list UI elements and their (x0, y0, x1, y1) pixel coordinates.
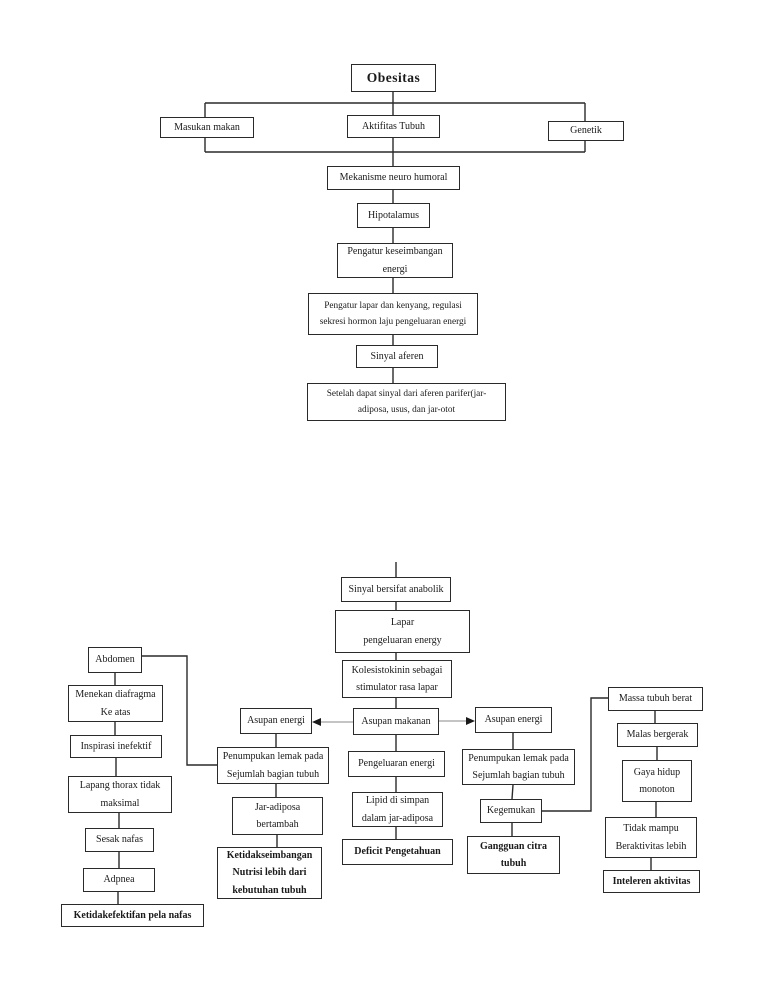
node-deficit-pengetahuan: Deficit Pengetahuan (342, 839, 453, 865)
node-kolesistokinin: Kolesistokinin sebagai stimulator rasa l… (342, 660, 452, 698)
node-lipid-disimpan: Lipid di simpan dalam jar-adiposa (352, 792, 443, 827)
node-obesitas: Obesitas (351, 64, 436, 92)
node-menekan-diafragma: Menekan diafragma Ke atas (68, 685, 163, 722)
node-penumpukan-lemak-right: Penumpukan lemak pada Sejumlah bagian tu… (462, 749, 575, 785)
node-masukan-makan: Masukan makan (160, 117, 254, 138)
node-abdomen: Abdomen (88, 647, 142, 673)
node-aktifitas-tubuh: Aktifitas Tubuh (347, 115, 440, 138)
node-massa-tubuh-berat: Massa tubuh berat (608, 687, 703, 711)
node-genetik: Genetik (548, 121, 624, 141)
node-hipotalamus: Hipotalamus (357, 203, 430, 228)
arrowhead-left-icon (312, 718, 321, 726)
node-asupan-energi-left: Asupan energi (240, 708, 312, 734)
node-malas-bergerak: Malas bergerak (617, 723, 698, 747)
node-lapar-pengeluaran-energy: Lapar pengeluaran energy (335, 610, 470, 653)
node-kegemukan: Kegemukan (480, 799, 542, 823)
node-asupan-energi-right: Asupan energi (475, 707, 552, 733)
node-setelah-dapat-sinyal: Setelah dapat sinyal dari aferen parifer… (307, 383, 506, 421)
node-ketidakefektifan-pela-nafas: Ketidakefektifan pela nafas (61, 904, 204, 927)
node-mekanisme-neuro-humoral: Mekanisme neuro humoral (327, 166, 460, 190)
node-ketidakseimbangan-nutrisi: Ketidakseimbangan Nutrisi lebih dari keb… (217, 847, 322, 899)
node-pengeluaran-energi: Pengeluaran energi (348, 751, 445, 777)
node-gangguan-citra-tubuh: Gangguan citra tubuh (467, 836, 560, 874)
node-lapang-thorax: Lapang thorax tidak maksimal (68, 776, 172, 813)
node-inteleren-aktivitas: Inteleren aktivitas (603, 870, 700, 893)
node-penumpukan-lemak-left: Penumpukan lemak pada Sejumlah bagian tu… (217, 747, 329, 784)
node-sinyal-bersifat-anabolik: Sinyal bersifat anabolik (341, 577, 451, 602)
node-jar-adiposa-bertambah: Jar-adiposa bertambah (232, 797, 323, 835)
node-adpnea: Adpnea (83, 868, 155, 892)
node-inspirasi-inefektif: Inspirasi inefektif (70, 735, 162, 758)
node-tidak-mampu-beraktivitas: Tidak mampu Beraktivitas lebih (605, 817, 697, 858)
node-pengatur-lapar-kenyang: Pengatur lapar dan kenyang, regulasi sek… (308, 293, 478, 335)
arrowhead-right-icon (466, 717, 475, 725)
node-gaya-hidup-monoton: Gaya hidup monoton (622, 760, 692, 802)
node-sinyal-aferen: Sinyal aferen (356, 345, 438, 368)
node-asupan-makanan: Asupan makanan (353, 708, 439, 735)
node-sesak-nafas: Sesak nafas (85, 828, 154, 852)
node-pengatur-keseimbangan-energi: Pengatur keseimbangan energi (337, 243, 453, 278)
